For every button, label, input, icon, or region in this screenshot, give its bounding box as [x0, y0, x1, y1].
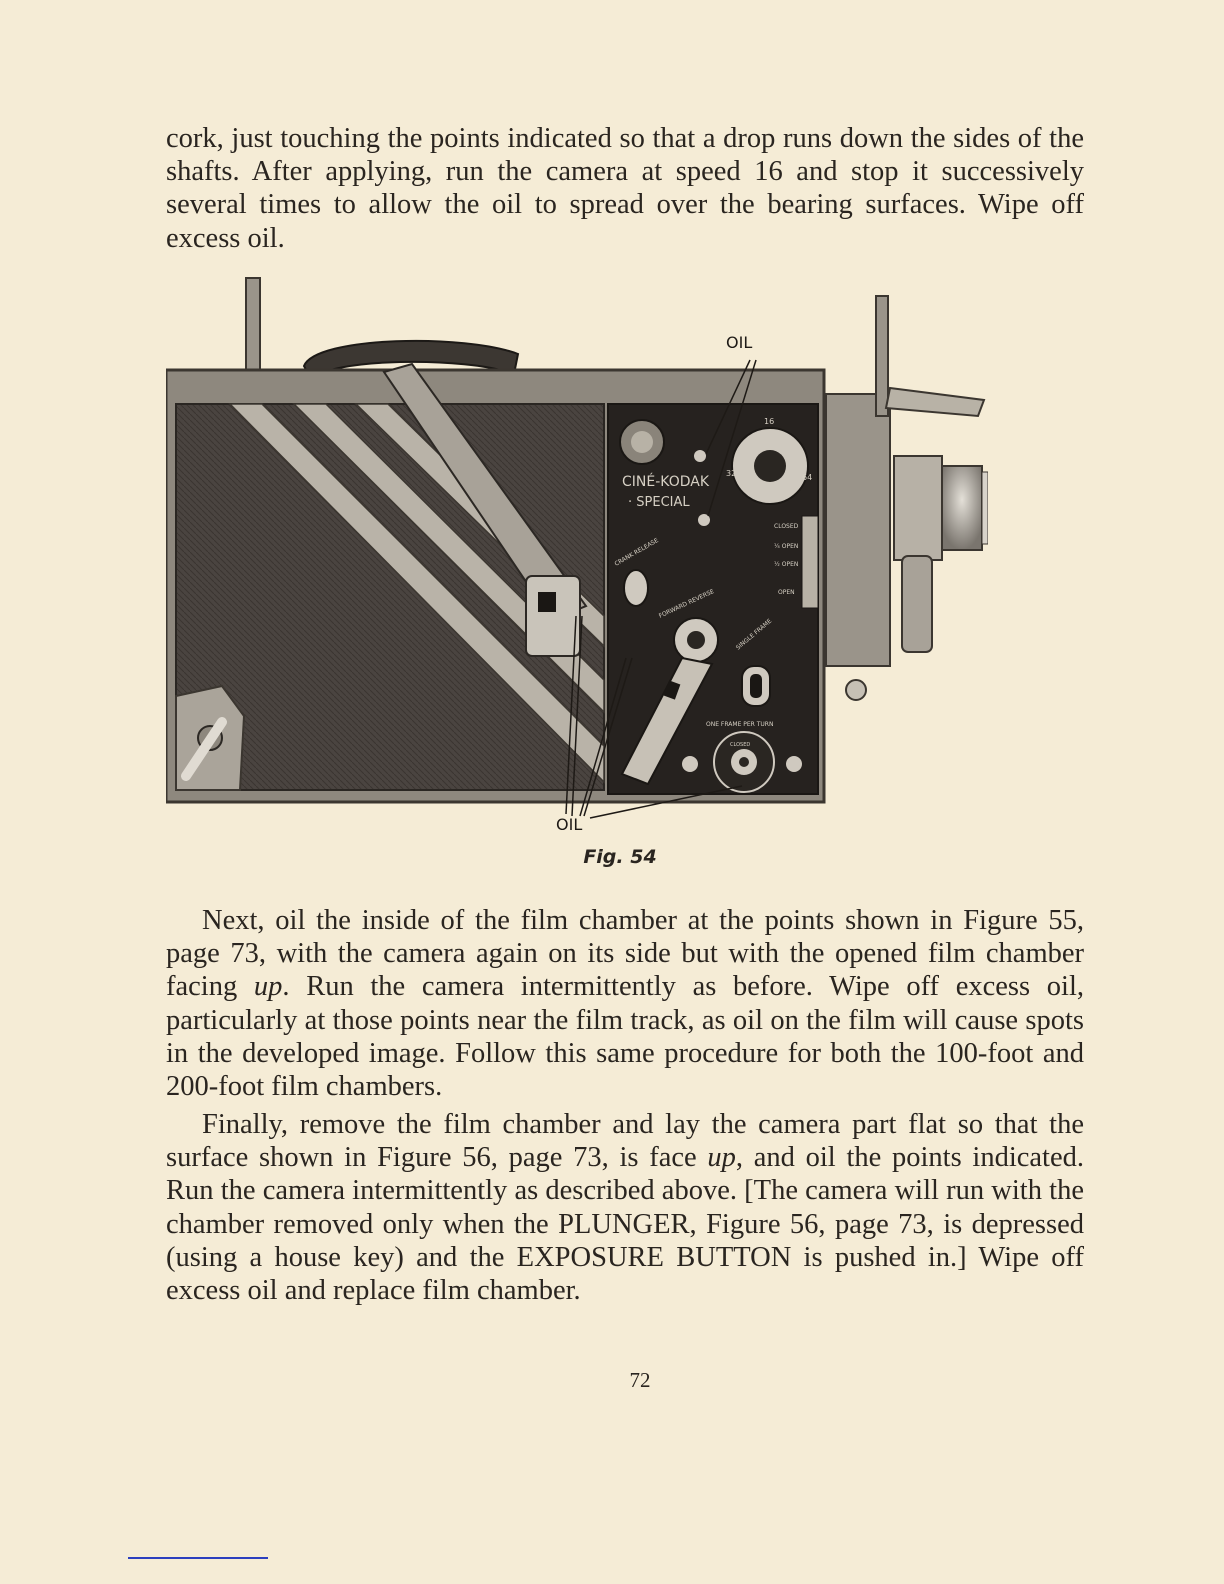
paragraph-oiling-shafts: cork, just touching the points indicated…	[166, 122, 1084, 255]
paragraph-text: , and oil the points indicated. Run the …	[166, 1142, 1084, 1307]
emphasis-up: up	[707, 1142, 736, 1174]
paragraph-film-chamber: Next, oil the inside of the film chamber…	[166, 904, 1084, 1103]
paragraph-remove-chamber: Finally, remove the film chamber and lay…	[166, 1108, 1084, 1307]
lens-mount	[893, 455, 943, 561]
figure-caption: Fig. 54	[583, 846, 657, 868]
speed-label: 16	[764, 417, 774, 426]
camera-illustration: CINÉ-KODAK · SPECIAL 16 32 64 CLOSED ¼ O…	[164, 277, 989, 834]
paragraph-text: . Run the camera intermittently as befor…	[166, 971, 1084, 1103]
brand-label-sub: · SPECIAL	[628, 495, 690, 510]
oil-callout-top: OIL	[726, 333, 752, 352]
shutter-label: OPEN	[778, 589, 795, 596]
paragraph-text: Next, oil the inside of the film chamber…	[166, 905, 1084, 1003]
paragraph-text: Finally, remove the film chamber and lay…	[166, 1109, 1084, 1174]
shutter-label: CLOSED	[774, 523, 799, 530]
paragraph-text: cork, just touching the points indicated…	[166, 123, 1084, 254]
shutter-label: ¼ OPEN	[774, 543, 798, 550]
latch-arm	[382, 362, 588, 622]
winding-key	[245, 277, 261, 375]
oil-callout-bottom: OIL	[556, 815, 582, 834]
page-number: 72	[629, 1368, 651, 1392]
speed-label: 64	[802, 473, 812, 482]
scan-edge-mark	[128, 1557, 268, 1559]
emphasis-up: up	[253, 971, 283, 1003]
shutter-label: ½ OPEN	[774, 561, 798, 568]
control-label: CLOSED	[730, 742, 750, 748]
brand-label: CINÉ-KODAK	[622, 473, 710, 490]
control-label: ONE FRAME PER TURN	[706, 721, 773, 728]
figure-54: CINÉ-KODAK · SPECIAL 16 32 64 CLOSED ¼ O…	[164, 276, 989, 836]
speed-label: 32	[726, 469, 736, 478]
carrying-handle	[302, 339, 520, 382]
